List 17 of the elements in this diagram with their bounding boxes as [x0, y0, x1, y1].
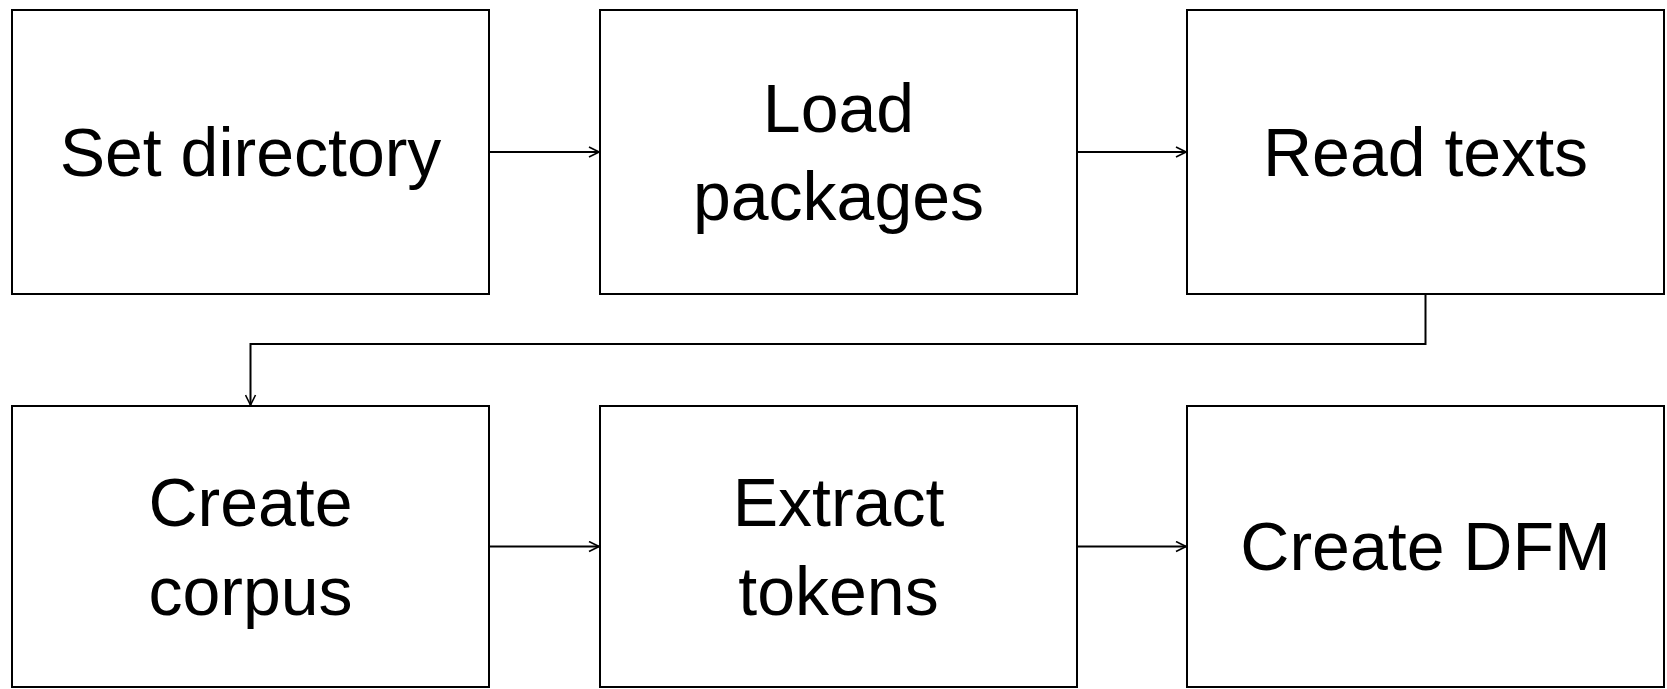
- step-label: Extract tokens: [731, 463, 946, 631]
- arrow: [489, 146, 600, 158]
- process-box: [11, 9, 490, 295]
- process-box: [1186, 405, 1665, 688]
- step-label: Set directory: [59, 112, 442, 192]
- process-box: [599, 405, 1078, 688]
- process-box: [599, 9, 1078, 295]
- arrow: [1077, 540, 1187, 553]
- step-label: Create corpus: [147, 463, 354, 631]
- process-box: [11, 405, 490, 688]
- arrow: [489, 540, 600, 553]
- arrow: [1077, 146, 1187, 158]
- arrow: [244, 294, 1427, 406]
- step-label: Create DFM: [1240, 507, 1611, 587]
- step-label: Read texts: [1262, 112, 1589, 192]
- step-label: Load packages: [691, 68, 986, 236]
- process-box: [1186, 9, 1665, 295]
